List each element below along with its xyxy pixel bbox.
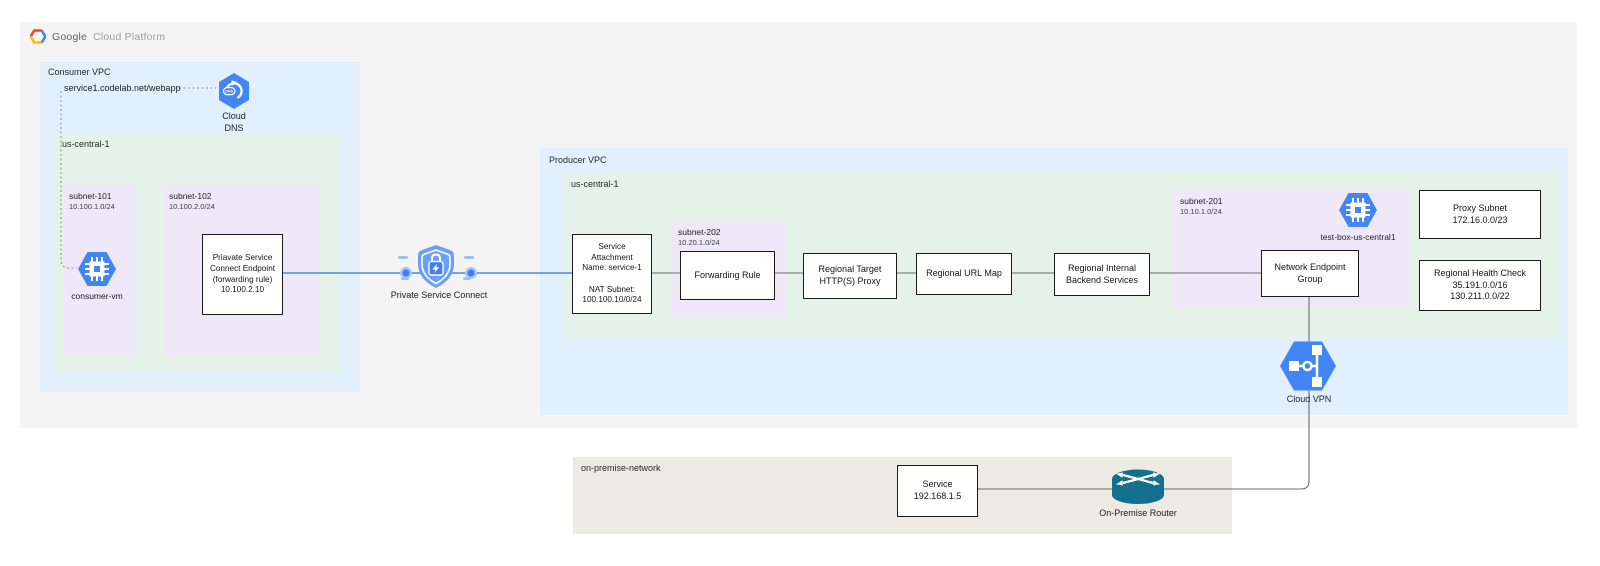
cloud-vpn-label: Cloud VPN [1286,394,1332,404]
logo-text-cloud-platform: Cloud Platform [93,30,166,43]
subnet-101-label: subnet-101 10.100.1.0/24 [69,191,115,212]
on-premise-network-label: on-premise-network [581,463,661,473]
subnet-201-cidr: 10.10.1.0/24 [1180,207,1222,217]
test-box-vm-icon [1339,193,1377,227]
producer-region-label: us-central-1 [571,179,619,189]
forwarding-rule-node: Forwarding Rule [680,251,775,300]
subnet-102-name: subnet-102 [169,191,212,201]
subnet-202-name: subnet-202 [678,227,721,237]
private-service-connect-icon [391,235,481,303]
psc-label: Private Service Connect [390,290,488,300]
dns-record-label: service1.codelab.net/webapp [64,83,181,93]
subnet-102-cidr: 10.100.2.0/24 [169,202,215,212]
target-proxy-node: Regional Target HTTP(S) Proxy [803,253,897,299]
gcp-logo: Google Cloud Platform [29,29,166,44]
subnet-201-name: subnet-201 [1180,196,1223,206]
consumer-vm-label: consumer-vm [71,291,123,301]
subnet-101-name: subnet-101 [69,191,112,201]
subnet-102-label: subnet-102 10.100.2.0/24 [169,191,215,212]
proxy-subnet-node: Proxy Subnet 172.16.0.0/23 [1419,190,1541,239]
subnet-202-label: subnet-202 10.20.1.0/24 [678,227,721,248]
consumer-vpc-label: Consumer VPC [48,67,111,77]
cloud-dns-label: Cloud DNS [222,111,246,133]
producer-vpc-label: Producer VPC [549,155,607,165]
subnet-101-cidr: 10.100.1.0/24 [69,202,115,212]
cloud-dns-icon: DNS [216,71,252,111]
psc-endpoint-node: Priavate Service Connect Endpoint (forwa… [202,234,283,315]
cloud-vpn-icon [1280,340,1336,392]
svg-text:DNS: DNS [225,90,233,94]
backend-services-node: Regional Internal Backend Services [1054,253,1150,296]
consumer-vm-icon [78,252,116,286]
health-check-node: Regional Health Check 35.191.0.0/16 130.… [1419,260,1541,311]
test-box-label: test-box-us-central1 [1320,232,1396,242]
onprem-router-icon [1110,467,1166,509]
subnet-201-label: subnet-201 10.10.1.0/24 [1180,196,1223,217]
url-map-node: Regional URL Map [916,253,1012,295]
logo-text-google: Google [52,30,88,43]
router-label: On-Premise Router [1099,508,1177,518]
subnet-202-cidr: 10.20.1.0/24 [678,238,720,248]
network-endpoint-group-node: Network Endpoint Group [1261,250,1359,297]
service-attachment-node: Service Attachment Name: service-1 NAT S… [572,234,652,314]
onprem-service-node: Service 192.168.1.5 [897,465,978,517]
consumer-region-label: us-central-1 [62,139,110,149]
gcp-logo-icon [29,29,47,44]
